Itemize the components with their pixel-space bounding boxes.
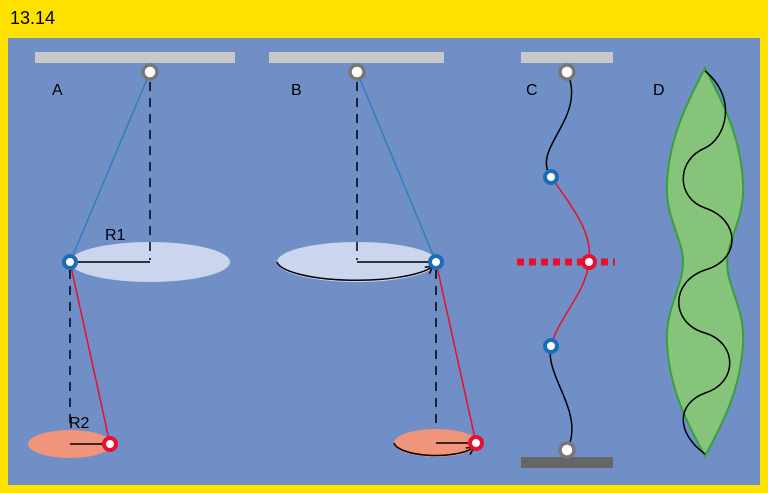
panel-c: C <box>517 52 615 468</box>
diagram-panel: A R1 R2 B <box>8 38 760 485</box>
pivot-c-top <box>558 63 576 81</box>
floor-bar-c <box>521 457 613 468</box>
ceiling-bar-a <box>35 52 235 63</box>
pivot-c-bottom <box>558 441 576 459</box>
panel-a-label: A <box>52 82 63 99</box>
string-segment-top <box>545 71 573 178</box>
r1-label: R1 <box>105 227 126 244</box>
string-segment-bottom <box>549 345 573 451</box>
standing-wave-envelope <box>665 65 745 459</box>
panel-d-label: D <box>653 82 665 99</box>
pendulum-diagram: A R1 R2 B <box>28 52 745 468</box>
panel-b: B <box>269 52 484 457</box>
upper-orbit-arrow-b <box>276 261 435 281</box>
figure-header: 13.14 <box>0 0 768 38</box>
pivot-b <box>348 63 366 81</box>
r2-label: R2 <box>69 415 90 432</box>
pivot-a <box>141 63 159 81</box>
ceiling-bar-b <box>269 52 444 63</box>
joint-a <box>62 254 78 270</box>
panel-b-label: B <box>291 82 302 99</box>
joint-c-center <box>581 254 597 270</box>
ceiling-bar-c <box>521 52 613 63</box>
bob-b <box>468 435 484 451</box>
lower-rod-b <box>435 261 477 444</box>
upper-rod-a <box>69 71 151 263</box>
joint-c-lower <box>543 338 559 354</box>
upper-rod-b <box>356 71 437 263</box>
lower-orbit-arrow-b <box>393 442 476 457</box>
panel-a: A R1 R2 <box>28 52 235 458</box>
standing-wave-curve <box>678 70 733 455</box>
joint-c-upper <box>543 169 559 185</box>
figure-number: 13.14 <box>10 8 56 28</box>
panel-c-label: C <box>526 82 538 99</box>
lower-rod-a <box>69 261 111 445</box>
bob-a <box>102 436 118 452</box>
joint-b <box>428 254 444 270</box>
panel-d: D <box>653 65 745 459</box>
